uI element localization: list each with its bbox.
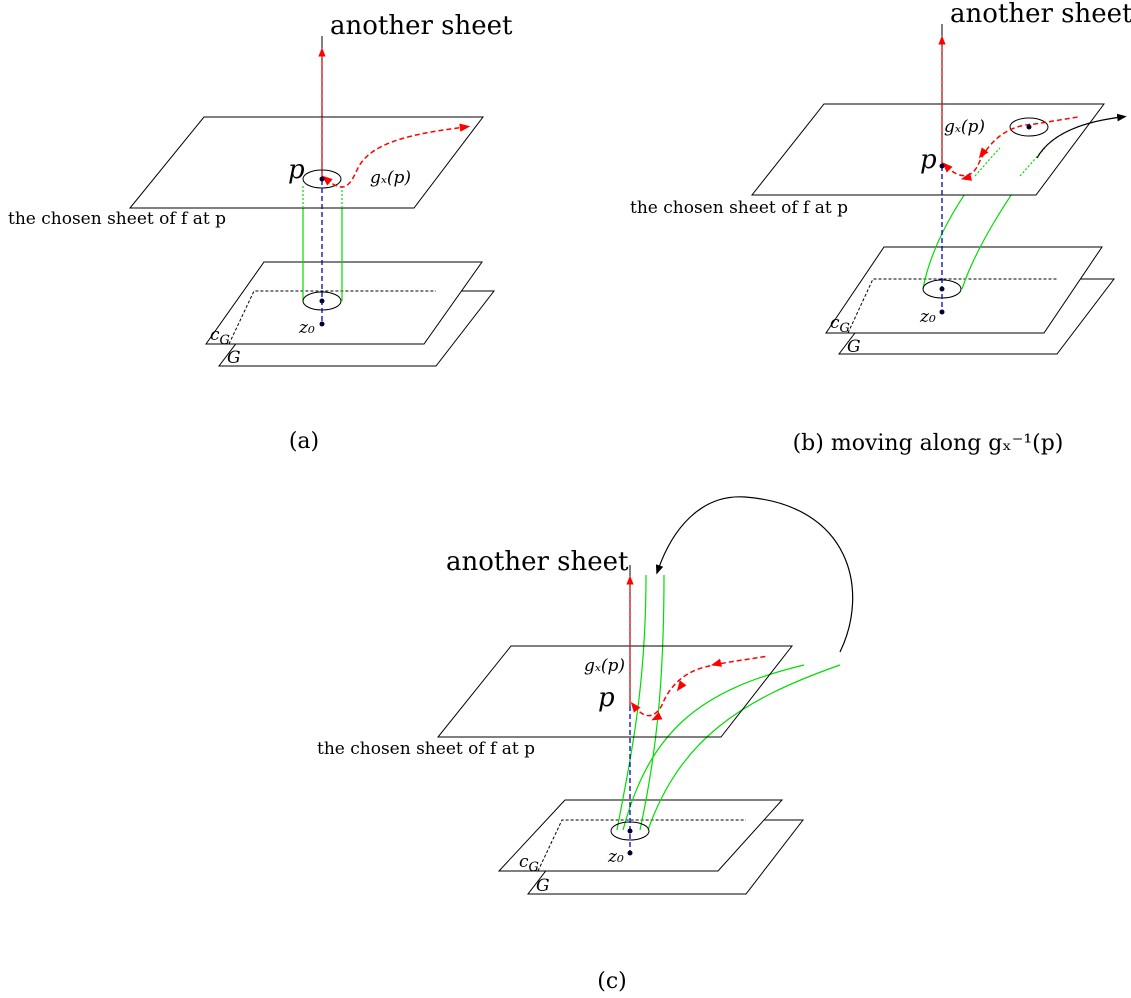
- sheet-G-hidden-edge: [537, 819, 746, 872]
- tube-line-2: [639, 574, 665, 831]
- red-path: [630, 655, 769, 717]
- tube-line-3: [622, 664, 805, 831]
- chosen-sheet: [128, 116, 485, 209]
- label-cG: cG: [830, 313, 850, 336]
- red-path-arrow-mid: [676, 680, 687, 692]
- tube-line-1: [616, 574, 647, 831]
- label-cG: cG: [519, 852, 539, 875]
- red-path-arrow-mid-2: [960, 172, 973, 181]
- label-z0: z₀: [298, 318, 315, 338]
- label-G: G: [536, 876, 550, 896]
- caption-a: (a): [289, 429, 319, 454]
- label-p: p: [288, 155, 305, 185]
- label-chosen-sheet: the chosen sheet of f at p: [317, 739, 535, 759]
- black-arrow: [1036, 113, 1127, 159]
- panel-c: another sheet the chosen sheet of f at p…: [317, 496, 854, 994]
- red-path-arrow-mid: [978, 147, 989, 159]
- red-path: [321, 123, 471, 188]
- tube-left-hidden: [974, 147, 1001, 177]
- point-z0: [939, 309, 945, 315]
- point-z0: [319, 321, 325, 327]
- point-center: [319, 298, 325, 304]
- tube-line-4: [647, 664, 841, 831]
- black-loop-arrow: [655, 496, 854, 653]
- red-path: [942, 116, 1079, 177]
- label-another-sheet: another sheet: [446, 547, 629, 577]
- disk-top: [1009, 117, 1049, 137]
- label-G: G: [227, 348, 241, 368]
- panel-a: another sheet the chosen sheet of f at p…: [8, 11, 513, 454]
- label-g-p: gₓ(p): [944, 117, 985, 137]
- label-z0: z₀: [607, 847, 624, 867]
- red-path-arrow-mid-3: [651, 711, 663, 721]
- point-gx: [1026, 124, 1032, 130]
- panel-b: another sheet the chosen sheet of f at p…: [630, 0, 1131, 456]
- label-cG: cG: [210, 325, 230, 348]
- sheet-cG: [825, 246, 1103, 334]
- caption-b: (b) moving along gₓ⁻¹(p): [793, 431, 1064, 456]
- label-z0: z₀: [919, 307, 936, 327]
- point-p: [319, 176, 325, 182]
- chosen-sheet: [750, 103, 1105, 196]
- point-center: [939, 286, 945, 292]
- label-another-sheet: another sheet: [330, 11, 513, 41]
- label-g-p: gₓ(p): [584, 656, 625, 676]
- point-center: [627, 828, 633, 834]
- caption-c: (c): [597, 969, 627, 994]
- label-chosen-sheet: the chosen sheet of f at p: [630, 198, 848, 218]
- label-chosen-sheet: the chosen sheet of f at p: [8, 209, 226, 229]
- chosen-sheet: [436, 645, 794, 738]
- label-another-sheet: another sheet: [950, 0, 1131, 29]
- label-G: G: [847, 337, 861, 357]
- point-p: [939, 163, 945, 169]
- point-z0: [627, 850, 633, 856]
- red-path-arrow-mid-2: [710, 658, 723, 667]
- label-p: p: [598, 683, 615, 713]
- sheet-cG: [205, 261, 483, 345]
- sheet-G-hidden-edge: [847, 278, 1057, 334]
- tube-right-hidden: [1019, 147, 1046, 177]
- label-g-p: gₓ(p): [370, 168, 411, 188]
- label-p: p: [920, 145, 937, 175]
- sheet-cG: [497, 799, 784, 872]
